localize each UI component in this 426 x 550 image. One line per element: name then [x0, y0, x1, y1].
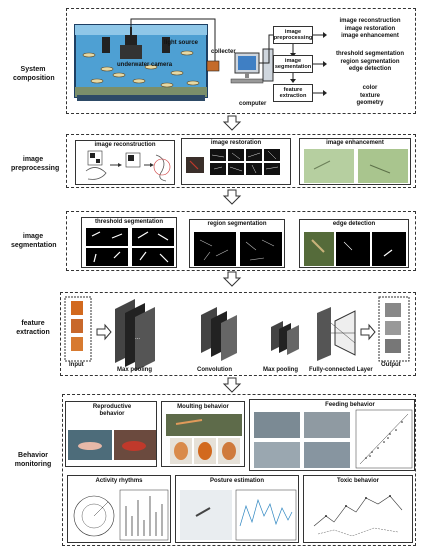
- enhancement-panel: image enhancement: [299, 138, 411, 185]
- moulting-panel: Moulting behavior: [161, 401, 245, 467]
- light-source-label: light source: [164, 40, 199, 46]
- preprocessing-section-label: image preprocessing: [11, 156, 60, 172]
- posture-estimation-panel: Posture estimation: [175, 475, 299, 543]
- feeding-panel: Feeding behavior: [249, 399, 415, 471]
- input-label: Input: [69, 362, 84, 368]
- svg-text:...: ...: [135, 335, 140, 341]
- aquarium-illustration: [74, 18, 327, 101]
- underwater-camera-label: underwater camera: [117, 62, 173, 68]
- segmentation-section-label: image segmentation: [11, 233, 57, 249]
- maxpool1-label: Max pooling: [117, 367, 152, 373]
- region-panel: region segmentation: [189, 219, 285, 268]
- feature-details: color texture geometry: [356, 85, 384, 106]
- toxic-behavior-panel: Toxic behavior: [303, 475, 413, 543]
- convolution-label: Convolution: [197, 367, 232, 373]
- fully-connected-label: Fully-connected Layer: [309, 367, 373, 373]
- restoration-panel: image restoration: [181, 138, 291, 185]
- feature-panel: ... Input Max pooling Convolution Max po…: [60, 292, 416, 376]
- collecter-label: collecter: [211, 49, 236, 55]
- preprocessing-details: image reconstruction image restoration i…: [339, 18, 401, 39]
- behavior-panel: Reproductive behavior Moulting behavior …: [62, 394, 416, 546]
- activity-rhythms-panel: Activity rhythms: [67, 475, 171, 543]
- output-label: Output: [381, 362, 401, 368]
- behavior-section-label: Behavior monitoring: [14, 452, 52, 468]
- step-segmentation-box: image segmentation: [273, 55, 313, 73]
- maxpool2-label: Max pooling: [263, 367, 298, 373]
- reconstruction-panel: image reconstruction: [75, 140, 175, 185]
- system-composition-panel: light source underwater camera collecter…: [66, 8, 416, 114]
- segmentation-panel: threshold segmentation region segmentati…: [66, 211, 416, 271]
- edge-detection-panel: edge detection: [299, 219, 409, 268]
- segmentation-details: threshold segmentation region segmentati…: [335, 51, 404, 72]
- computer-label: computer: [239, 101, 267, 107]
- system-section-label: System composition: [13, 66, 55, 82]
- feature-section-label: feature extraction: [16, 320, 50, 336]
- step-preprocessing-box: image preprocessing: [273, 26, 313, 44]
- threshold-panel: threshold segmentation: [81, 217, 177, 268]
- cnn-diagram: ...: [64, 296, 410, 371]
- step-feature-box: feature extraction: [273, 84, 313, 102]
- reproductive-panel: Reproductive behavior: [65, 401, 157, 467]
- preprocessing-panel: image reconstruction image restoration: [66, 134, 416, 188]
